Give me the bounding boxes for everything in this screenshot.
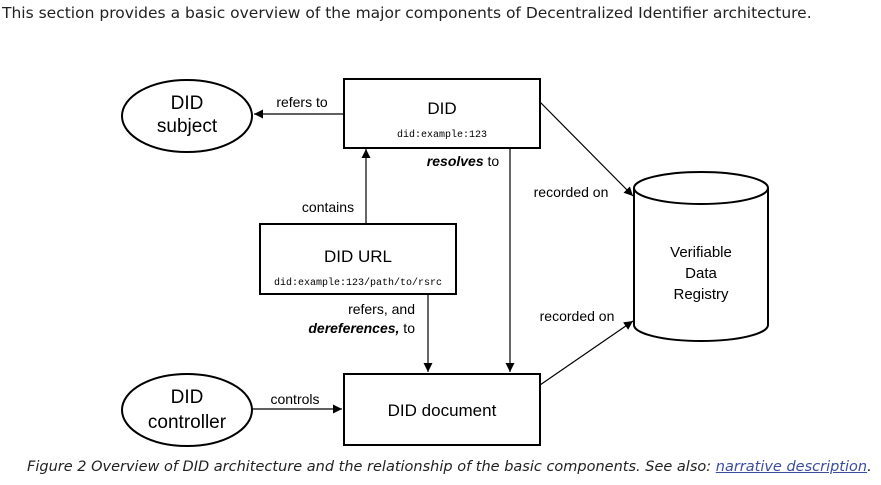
did-code: did:example:123 xyxy=(397,129,487,141)
label-recorded-on-bottom: recorded on xyxy=(540,308,615,324)
label-recorded-on-top: recorded on xyxy=(534,184,609,200)
label-dereferences: dereferences, to xyxy=(308,320,415,336)
did-controller-line2: controller xyxy=(148,412,227,433)
label-refers-to: refers to xyxy=(276,94,328,110)
did-subject-line2: subject xyxy=(157,116,218,137)
did-subject-node: DID subject xyxy=(121,79,253,153)
edge-recorded-on-bottom xyxy=(539,320,634,386)
did-node: DID did:example:123 xyxy=(343,78,541,149)
figure-caption: Figure 2 Overview of DID architecture an… xyxy=(27,459,872,475)
did-url-code: did:example:123/path/to/rsrc xyxy=(274,277,442,289)
caption-text: Figure 2 Overview of DID architecture an… xyxy=(27,459,716,475)
did-subject-line1: DID xyxy=(171,93,204,114)
label-controls: controls xyxy=(270,391,319,407)
did-document-title: DID document xyxy=(388,401,497,420)
narrative-description-link[interactable]: narrative description xyxy=(715,459,868,475)
did-url-node: DID URL did:example:123/path/to/rsrc xyxy=(259,223,457,295)
intro-text: This section provides a basic overview o… xyxy=(2,4,812,22)
registry-line3: Registry xyxy=(673,286,729,303)
label-contains: contains xyxy=(302,199,354,215)
edge-recorded-on-top xyxy=(539,101,634,197)
did-controller-line1: DID xyxy=(171,387,204,408)
did-controller-node: DID controller xyxy=(121,373,253,447)
did-title: DID xyxy=(427,99,456,118)
registry-line2: Data xyxy=(685,265,717,282)
did-document-node: DID document xyxy=(343,373,541,446)
label-refers-and: refers, and xyxy=(348,301,415,317)
caption-end: . xyxy=(867,459,872,475)
label-resolves-to: resolves to xyxy=(427,153,500,169)
registry-node: Verifiable Data Registry xyxy=(633,171,769,342)
registry-line1: Verifiable xyxy=(670,244,732,261)
did-url-title: DID URL xyxy=(324,247,392,266)
